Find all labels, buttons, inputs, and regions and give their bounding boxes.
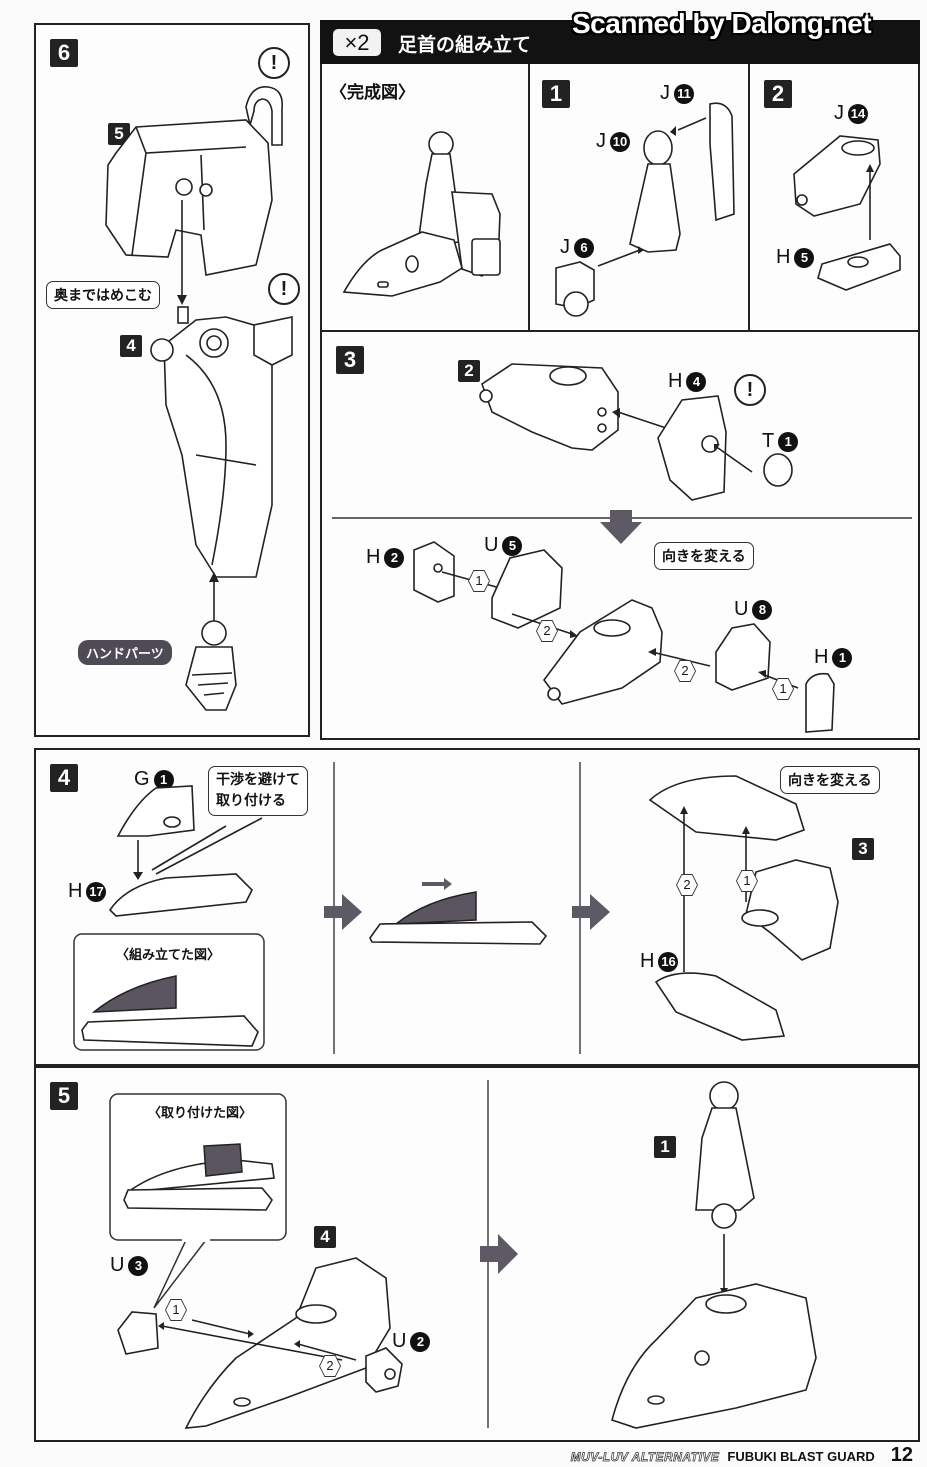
order-marker: 1 [468, 570, 490, 592]
step3-panel: 3 2 H 4 ! T 1 [320, 330, 920, 740]
step-number: 3 [336, 346, 364, 374]
order-marker: 1 [772, 678, 794, 700]
section-title: 足首の組み立て [398, 34, 532, 56]
step2-diagram [793, 135, 901, 291]
step2-panel: 2 J 14 H 5 [748, 64, 920, 332]
complete-view-panel: 〈完成図〉 [320, 64, 530, 332]
subassembly-ref: 1 [654, 1136, 676, 1158]
warning-icon: ! [268, 273, 300, 305]
series-name: MUV-LUV ALTERNATIVE [570, 1450, 720, 1465]
order-marker: 2 [674, 660, 696, 682]
part-label-u5: U 5 [484, 534, 523, 557]
part-label-j11: J 11 [660, 82, 694, 105]
product-name: FUBUKI BLAST GUARD [727, 1449, 875, 1464]
part-label-u8: U 8 [734, 598, 773, 621]
order-marker: 2 [676, 874, 698, 896]
warning-icon: ! [258, 47, 290, 79]
section-header: ×2 足首の組み立て [320, 20, 920, 64]
insert-fully-callout: 奥まではめこむ [46, 281, 160, 309]
part-label-h4: H 4 [668, 370, 707, 393]
subassembly-ref: 4 [120, 335, 142, 357]
attached-view-caption: 〈取り付けた図〉 [148, 1106, 253, 1121]
order-marker: 1 [165, 1299, 187, 1321]
part-label-h17: H 17 [68, 880, 107, 903]
order-marker: 1 [736, 870, 758, 892]
part-label-t1: T 1 [762, 430, 799, 453]
subassembly-ref: 2 [458, 360, 480, 382]
part-label-h5: H 5 [776, 246, 815, 269]
step-number: 6 [50, 39, 78, 67]
step-number: 2 [764, 80, 792, 108]
completed-ankle-diagram [342, 131, 501, 297]
part-label-u3: U 3 [110, 1254, 149, 1277]
turn-around-callout: 向きを変える [780, 766, 880, 794]
order-marker: 2 [536, 620, 558, 642]
part-label-h1: H 1 [814, 646, 853, 669]
shoulder-block-diagram [105, 86, 293, 711]
order-marker: 2 [319, 1355, 341, 1377]
step1-panel: 1 J 11 J 10 J 6 [528, 64, 750, 332]
turn-around-callout: 向きを変える [654, 542, 754, 570]
multiplier-badge: ×2 [333, 29, 381, 56]
page-number: 12 [890, 1444, 913, 1466]
subassembly-ref: 4 [314, 1226, 336, 1248]
part-label-h2: H 2 [366, 546, 405, 569]
warning-icon: ! [734, 374, 766, 406]
step4-diagram [73, 762, 839, 1054]
step6-panel: 6 ! 5 ! 奥まではめこむ 4 ハンドパーツ [34, 23, 310, 737]
footer: MUV-LUV ALTERNATIVE FUBUKI BLAST GUARD 1… [570, 1444, 913, 1467]
part-label-j10: J 10 [596, 130, 630, 153]
step-number: 5 [50, 1082, 78, 1110]
watermark: Scanned by Dalong.net [572, 8, 872, 39]
step-number: 4 [50, 764, 78, 792]
complete-view-caption: 〈完成図〉 [330, 83, 415, 103]
part-label-h16: H 16 [640, 950, 679, 973]
hand-parts-label: ハンドパーツ [78, 640, 172, 665]
part-label-j6: J 6 [560, 236, 594, 259]
part-label-j14: J 14 [834, 102, 868, 125]
part-label-u2: U 2 [392, 1330, 431, 1353]
subassembly-ref: 3 [852, 838, 874, 860]
part-label-g1: G 1 [134, 768, 174, 791]
step5-diagram [109, 1080, 817, 1429]
step3-diagram [332, 363, 912, 733]
step5-panel: 5 〈取り付けた図〉 4 U [34, 1066, 920, 1442]
step-number: 1 [542, 80, 570, 108]
step4-panel: 4 G 1 干渉を避けて 取り付ける H 17 [34, 748, 920, 1066]
avoid-interference-callout: 干渉を避けて 取り付ける [208, 766, 308, 816]
step1-diagram [555, 102, 735, 317]
subassembly-ref: 5 [108, 123, 130, 145]
assembled-view-caption: 〈組み立てた図〉 [116, 948, 221, 963]
